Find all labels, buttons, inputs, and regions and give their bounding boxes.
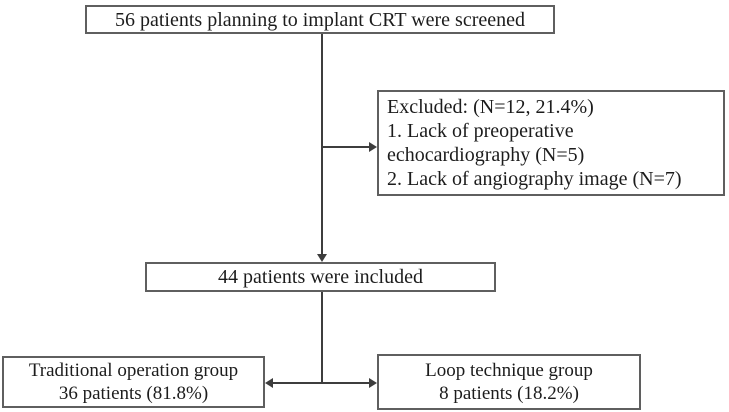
arrowhead-down-icon (317, 254, 327, 262)
traditional-group-count: 36 patients (81.8%) (58, 383, 209, 404)
loop-group-count: 8 patients (18.2%) (439, 383, 579, 404)
excluded-line-3: echocardiography (N=5) (387, 144, 585, 166)
arrowhead-right-excluded-icon (369, 142, 377, 152)
loop-group-title: Loop technique group (425, 360, 593, 381)
excluded-line-4: 2. Lack of angiography image (N=7) (387, 168, 682, 190)
arrowhead-left-traditional-icon (265, 378, 273, 388)
connector-included-to-split (321, 292, 323, 383)
traditional-group-box: Traditional operation group 36 patients … (2, 356, 265, 408)
screened-box-text: 56 patients planning to implant CRT were… (115, 8, 525, 31)
connector-to-excluded (322, 146, 371, 148)
screened-box: 56 patients planning to implant CRT were… (85, 5, 555, 34)
excluded-line-2: 1. Lack of preoperative (387, 120, 574, 142)
connector-screened-to-included (321, 33, 323, 257)
included-box: 44 patients were included (145, 262, 496, 292)
included-box-text: 44 patients were included (218, 266, 423, 288)
traditional-group-title: Traditional operation group (28, 360, 239, 381)
excluded-line-1: Excluded: (N=12, 21.4%) (387, 96, 594, 118)
loop-group-box: Loop technique group 8 patients (18.2%) (377, 354, 641, 410)
arrowhead-right-loop-icon (369, 378, 377, 388)
connector-split-horizontal (271, 382, 371, 384)
excluded-box: Excluded: (N=12, 21.4%) 1. Lack of preop… (377, 90, 725, 196)
